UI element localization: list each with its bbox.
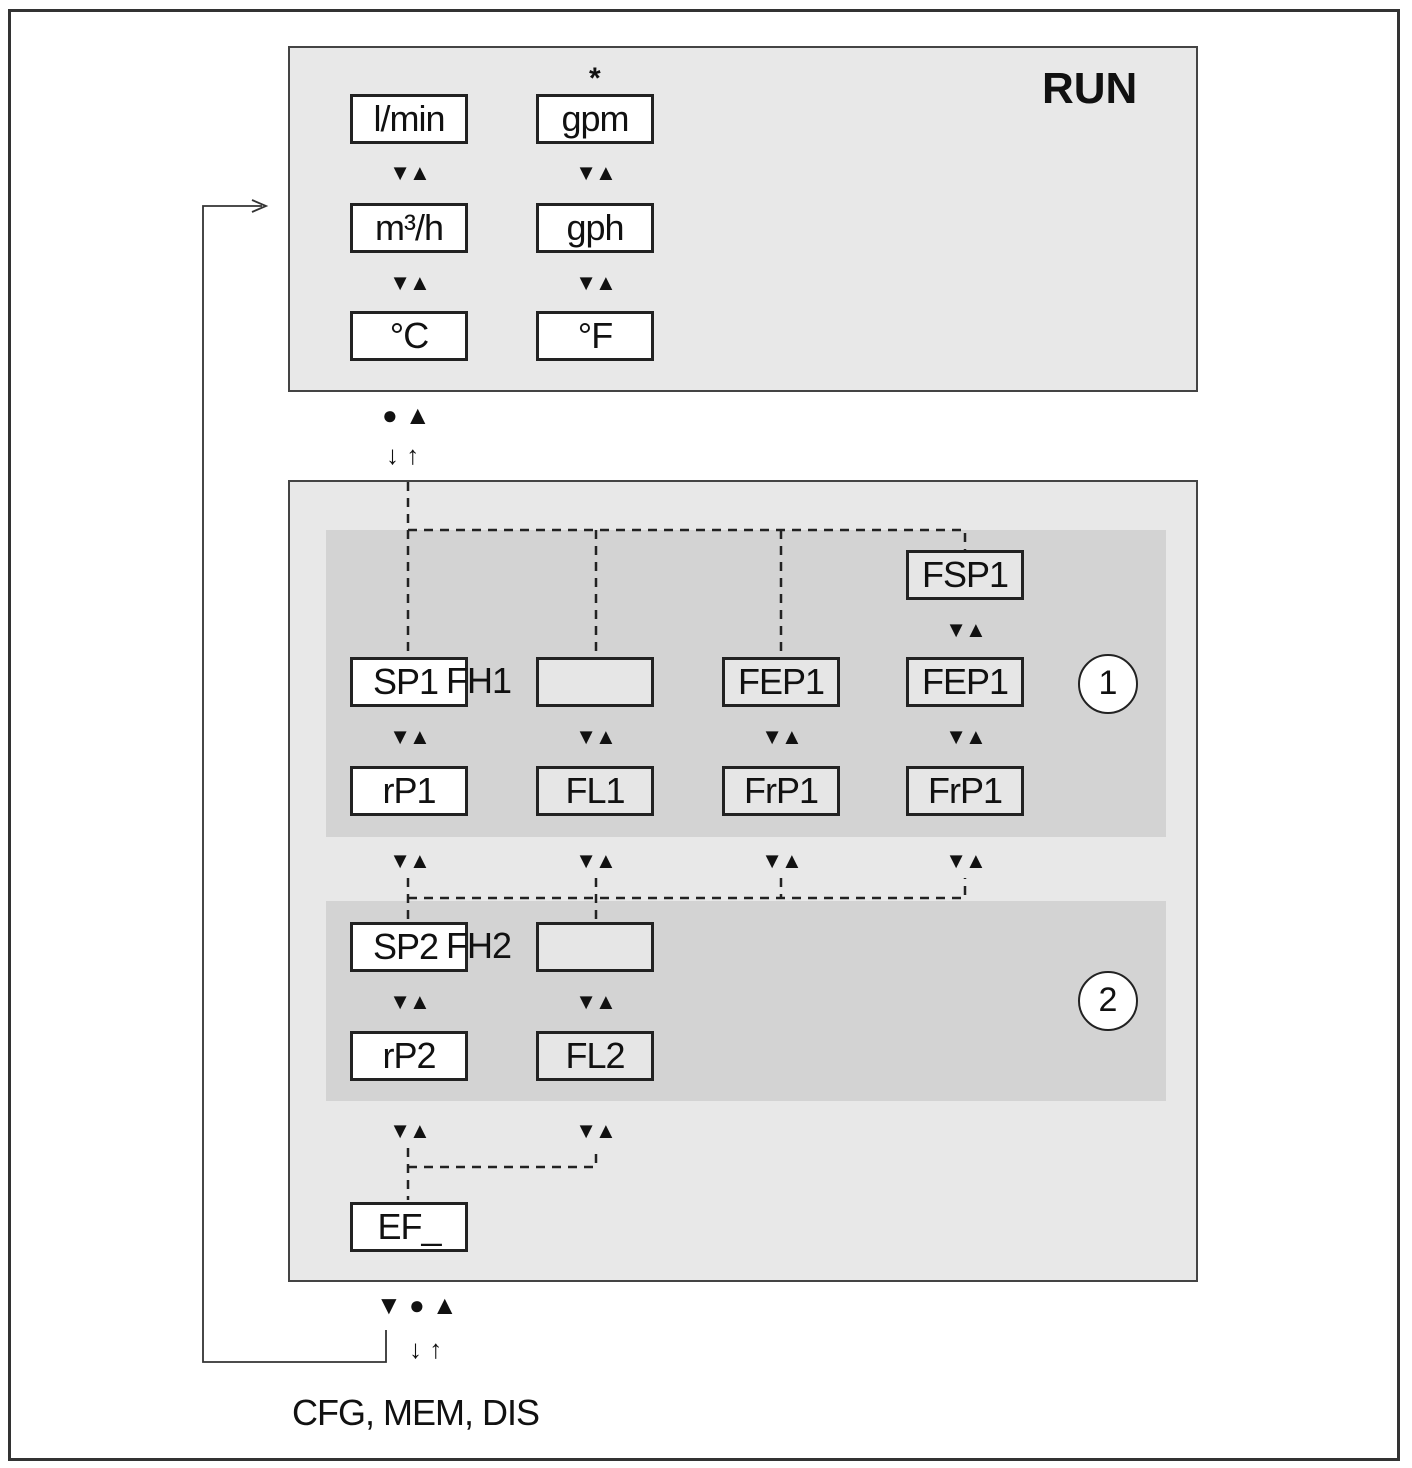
updown-arrows: ▼▲ [945,617,987,642]
updown-arrows: ▼▲ [389,270,431,295]
bottom-down-up-arrows: ↓ ↑ [409,1334,443,1364]
return-arrowhead [251,199,269,213]
updown-arrows: ▼▲ [945,848,987,873]
fsp1-box: FSP1 [906,550,1024,600]
updown-arrows: ▼▲ [761,724,803,749]
frp1-box-col4: FrP1 [906,766,1024,816]
down-up-arrows: ↓ ↑ [386,440,420,470]
dashed-connector [408,878,967,900]
run-title: RUN [1042,64,1138,113]
return-line [202,205,387,1363]
blank-box-2 [536,922,654,972]
unit-celsius-box: °C [350,311,468,361]
updown-arrows: ▼▲ [389,724,431,749]
enter-up-keys: ● ▲ [382,400,431,430]
fl2-box: FL2 [536,1031,654,1081]
unit-gph-box: gph [536,203,654,253]
rp2-box: rP2 [350,1031,468,1081]
bottom-keys: ▼ ● ▲ [376,1290,458,1320]
ef-box: EF_ [350,1202,468,1252]
unit-fahrenheit-box: °F [536,311,654,361]
group-1-marker: 1 [1078,654,1138,714]
unit-gpm-box: gpm [536,94,654,144]
dashed-connector [408,528,967,550]
frp1-box: FrP1 [722,766,840,816]
updown-arrows: ▼▲ [389,160,431,185]
fl1-box: FL1 [536,766,654,816]
updown-arrows: ▼▲ [389,1118,431,1143]
updown-arrows: ▼▲ [575,724,617,749]
sp1-box: SP1 [350,657,468,707]
updown-arrows: ▼▲ [575,1118,617,1143]
updown-arrows: ▼▲ [575,160,617,185]
fh2-overlay-label: FH2 [446,925,512,966]
updown-arrows: ▼▲ [389,989,431,1014]
updown-arrows: ▼▲ [761,848,803,873]
footer-label: CFG, MEM, DIS [292,1392,540,1433]
unit-m3h-box: m³/h [350,203,468,253]
updown-arrows: ▼▲ [575,270,617,295]
updown-arrows: ▼▲ [575,848,617,873]
sp2-box: SP2 [350,922,468,972]
fep1-box-col4: FEP1 [906,657,1024,707]
unit-lpm-box: l/min [350,94,468,144]
updown-arrows: ▼▲ [389,848,431,873]
rp1-box: rP1 [350,766,468,816]
fep1-box: FEP1 [722,657,840,707]
asterisk-marker: * [589,62,601,95]
updown-arrows: ▼▲ [575,989,617,1014]
group-2-marker: 2 [1078,971,1138,1031]
dashed-connector [408,1148,598,1169]
fh1-overlay-label: FH1 [446,660,512,701]
updown-arrows: ▼▲ [945,724,987,749]
blank-box-1 [536,657,654,707]
